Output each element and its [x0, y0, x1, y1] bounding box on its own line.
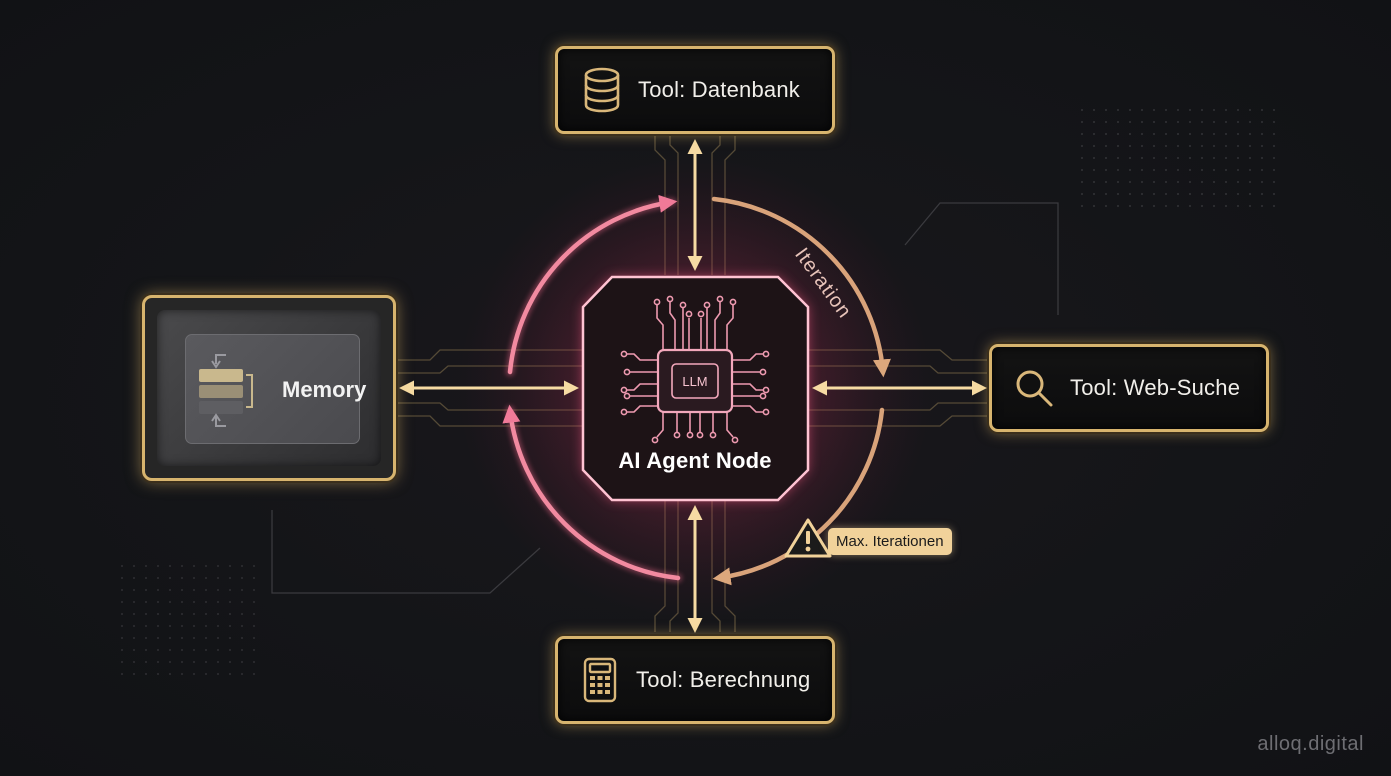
- connection-arrows: [399, 139, 987, 633]
- loop-arc-upper-left: [507, 194, 678, 375]
- memory-stack-icon: [196, 337, 266, 446]
- chip-label: LLM: [682, 374, 707, 389]
- iteration-loop: [502, 194, 891, 586]
- loop-arc-lower-right: [712, 407, 885, 586]
- tool-label-berechnung: Tool: Berechnung: [636, 667, 811, 692]
- warning-icon: [784, 517, 832, 564]
- tool-card-berechnung[interactable]: Tool: Berechnung: [555, 636, 835, 724]
- brand-watermark: alloq.digital: [1257, 733, 1364, 755]
- memory-card[interactable]: Memory: [142, 295, 396, 481]
- max-iterations-badge: Max. Iterationen: [828, 528, 952, 555]
- search-icon: [1012, 366, 1056, 410]
- llm-chip-icon: [620, 295, 770, 444]
- decorative-lines: [271, 202, 1059, 594]
- dot-grid-decoration: [115, 560, 265, 680]
- tool-label-web-suche: Tool: Web-Suche: [1070, 375, 1241, 400]
- loop-arc-lower-left: [502, 404, 681, 581]
- loop-arc-upper-right: [711, 196, 891, 378]
- memory-label: Memory: [282, 377, 367, 402]
- agent-node-label: AI Agent Node: [618, 448, 772, 473]
- database-icon: [582, 66, 622, 114]
- tool-card-web-suche[interactable]: Tool: Web-Suche: [989, 344, 1269, 432]
- calculator-icon: [582, 656, 618, 704]
- memory-card-inner: Memory: [157, 310, 381, 466]
- dot-grid-decoration: [1072, 100, 1282, 210]
- memory-panel: Memory: [185, 334, 366, 446]
- max-iterations-label: Max. Iterationen: [836, 533, 944, 550]
- tool-label-datenbank: Tool: Datenbank: [638, 77, 800, 102]
- tool-card-datenbank[interactable]: Tool: Datenbank: [555, 46, 835, 134]
